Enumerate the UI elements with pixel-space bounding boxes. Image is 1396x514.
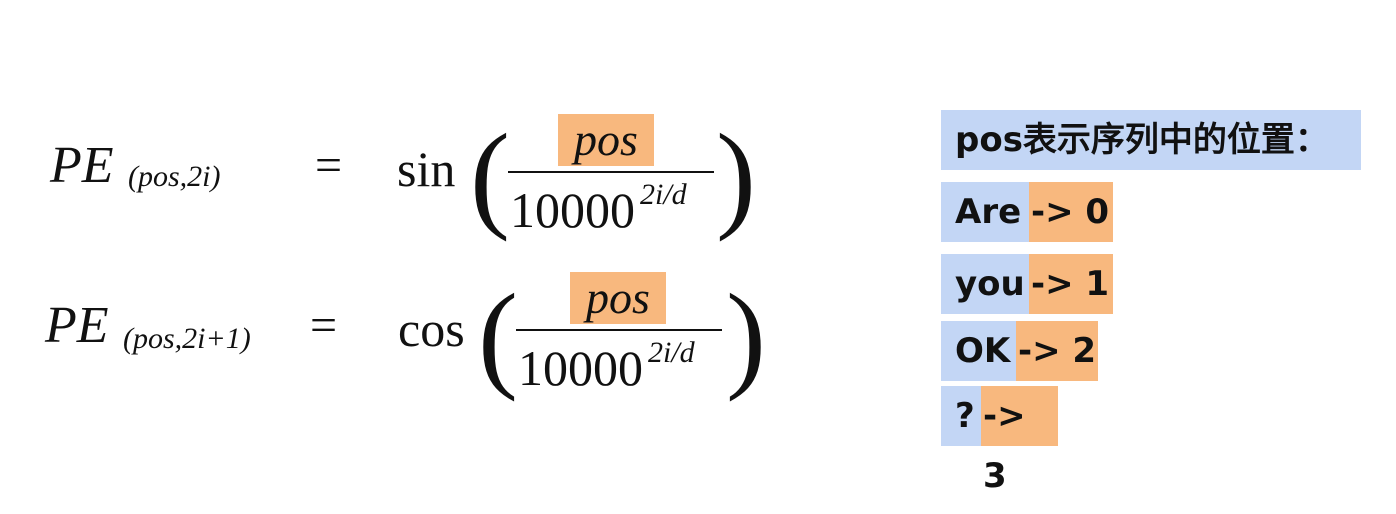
formula-sin: PE (pos,2i) = sin ( pos 10000 2i/d ) — [0, 100, 800, 250]
explanation-heading: pos表示序列中的位置： — [941, 110, 1361, 170]
position-mapping: -> 3 — [981, 386, 1058, 496]
word-label: ? — [941, 386, 981, 446]
pe-subscript: (pos,2i) — [128, 160, 221, 193]
denominator-exponent: 2i/d — [648, 336, 695, 369]
position-mapping: -> 1 — [1029, 254, 1113, 314]
word-label: Are — [941, 182, 1029, 242]
denominator: 10000 — [518, 340, 643, 396]
formula-cos: PE (pos,2i+1) = cos ( pos 10000 2i/d ) — [0, 258, 800, 408]
word-label: OK — [941, 321, 1016, 381]
word-label: you — [941, 254, 1029, 314]
numerator-pos: pos — [558, 114, 654, 166]
pe-subscript: (pos,2i+1) — [123, 322, 251, 355]
numerator-pos: pos — [570, 272, 666, 324]
position-mapping: -> 2 — [1016, 321, 1098, 381]
paren-open: ( — [478, 269, 518, 402]
pe-symbol: PE — [50, 137, 114, 194]
denominator-exponent: 2i/d — [640, 178, 687, 211]
denominator: 10000 — [510, 182, 635, 238]
function-name: sin — [397, 141, 456, 197]
paren-open: ( — [470, 109, 510, 242]
position-mapping: -> 0 — [1029, 182, 1113, 242]
paren-close: ) — [726, 269, 766, 402]
fraction-line — [516, 329, 722, 331]
equals-sign: = — [310, 299, 338, 352]
fraction-line — [508, 171, 714, 173]
function-name: cos — [398, 301, 465, 357]
equals-sign: = — [315, 139, 343, 192]
paren-close: ) — [716, 109, 756, 242]
pe-symbol: PE — [45, 297, 109, 354]
